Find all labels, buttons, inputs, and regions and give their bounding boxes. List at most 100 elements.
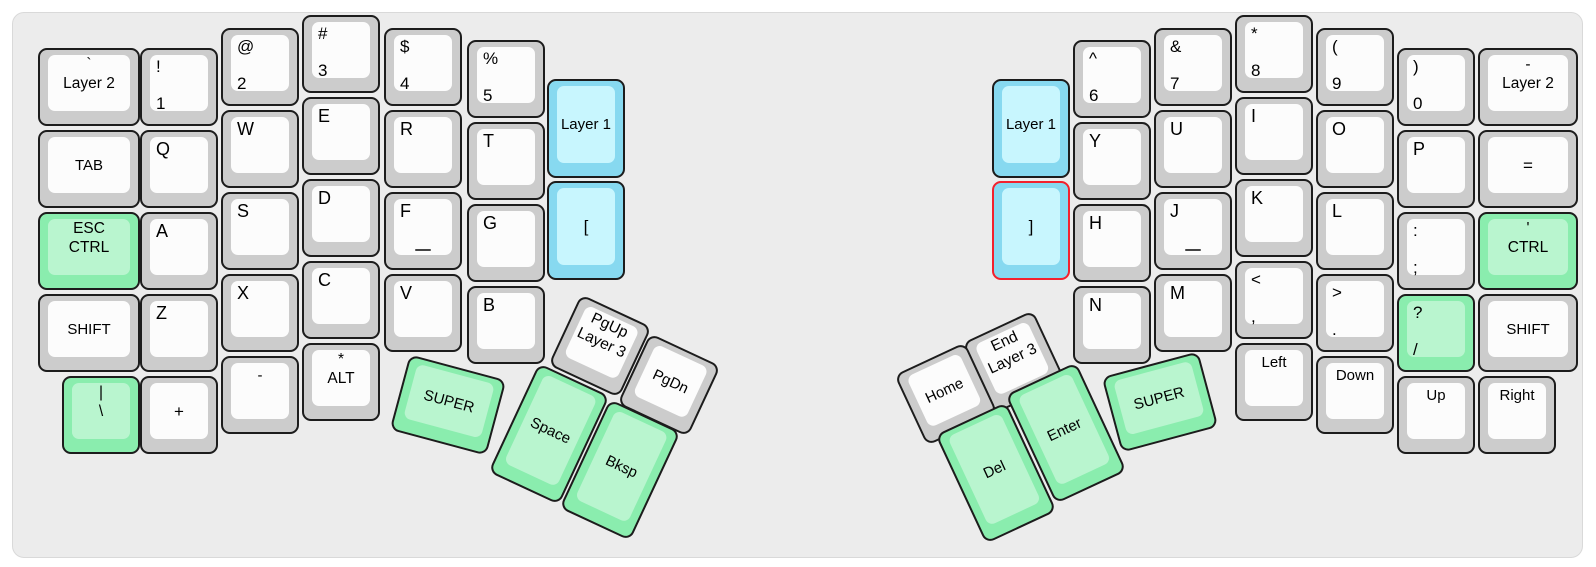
keycap-surface [1083,293,1141,349]
key-num-3[interactable]: #3 [302,15,380,93]
key-tab[interactable]: TAB [38,130,140,208]
key-num-6[interactable]: ^6 [1073,40,1151,118]
keycap-surface [394,281,452,337]
key-label: + [174,401,184,421]
key-legend: O [1326,117,1384,173]
key-letter-k[interactable]: K [1235,179,1313,257]
key-letter-j[interactable]: J [1154,192,1232,270]
key-letter-w[interactable]: W [221,110,299,188]
key-equals[interactable]: = [1478,130,1578,208]
keycap-surface [231,35,289,91]
key-label: Home [922,374,967,407]
key-letter-c[interactable]: C [302,261,380,339]
key-grave-layer2[interactable]: ` Layer 2 [38,48,140,126]
key-plus[interactable]: + [140,376,218,454]
key-minus-layer2[interactable]: -Layer 2 [1478,48,1578,126]
key-letter-x[interactable]: X [221,274,299,352]
key-star-alt[interactable]: *ALT [302,343,380,421]
key-label: < [1251,270,1261,289]
key-layer1-right[interactable]: Layer 1 [992,79,1070,178]
key-label: CTRL [1507,239,1549,256]
key-arrow-up[interactable]: Up [1397,376,1475,454]
key-num-0[interactable]: )0 [1397,48,1475,126]
key-left-bracket[interactable]: [ [547,181,625,280]
key-letter-e[interactable]: E [302,97,380,175]
key-letter-n[interactable]: N [1073,286,1151,364]
key-label: * [337,351,345,368]
key-label: Z [156,303,167,323]
key-shift-left[interactable]: SHIFT [38,294,140,372]
key-letter-g[interactable]: G [467,204,545,282]
key-letter-y[interactable]: Y [1073,122,1151,200]
key-letter-s[interactable]: S [221,192,299,270]
keycap-surface [150,219,208,275]
key-letter-l[interactable]: L [1316,192,1394,270]
key-question-slash[interactable]: ?/ [1397,294,1475,372]
key-letter-i[interactable]: I [1235,97,1313,175]
key-letter-b[interactable]: B [467,286,545,364]
key-label: ` [86,56,92,73]
key-comma[interactable]: <, [1235,261,1313,339]
key-num-8[interactable]: *8 [1235,15,1313,93]
key-label: / [1413,340,1418,359]
keycap-surface [1326,199,1384,255]
key-legend: W [231,117,289,173]
keycap-surface [1245,350,1303,406]
key-num-5[interactable]: %5 [467,40,545,118]
key-num-1[interactable]: !1 [140,48,218,126]
key-num-9[interactable]: (9 [1316,28,1394,106]
key-letter-h[interactable]: H [1073,204,1151,282]
key-label: Bksp [602,451,641,482]
keycap-surface [477,129,535,185]
key-label: = [1523,155,1533,175]
key-label: Q [156,139,171,159]
key-label: ^ [1089,49,1097,68]
key-letter-f[interactable]: F [384,192,462,270]
key-legend: &7 [1164,35,1222,93]
key-layer1-left[interactable]: Layer 1 [547,79,625,178]
key-arrow-down[interactable]: Down [1316,356,1394,434]
key-pipe-backslash[interactable]: |\ [62,376,140,454]
key-legend: M [1164,281,1222,337]
key-label: : [1413,221,1418,240]
keycap-surface [231,117,289,173]
key-label: T [483,131,494,151]
keycap-surface [231,199,289,255]
key-letter-q[interactable]: Q [140,130,218,208]
key-num-4[interactable]: $4 [384,28,462,106]
key-num-7[interactable]: &7 [1154,28,1232,106]
key-letter-p[interactable]: P [1397,130,1475,208]
key-label: CTRL [68,239,110,256]
key-right-bracket[interactable]: ] [992,181,1070,280]
key-letter-o[interactable]: O [1316,110,1394,188]
key-letter-a[interactable]: A [140,212,218,290]
key-label: | [98,384,104,401]
key-letter-m[interactable]: M [1154,274,1232,352]
key-num-2[interactable]: @2 [221,28,299,106]
key-arrow-left[interactable]: Left [1235,343,1313,421]
key-minus[interactable]: - [221,356,299,434]
key-label: W [237,119,254,139]
key-legend: Layer 1 [1002,86,1060,163]
key-quote-ctrl[interactable]: 'CTRL [1478,212,1578,290]
key-label: A [156,221,169,241]
key-arrow-right[interactable]: Right [1478,376,1556,454]
key-letter-r[interactable]: R [384,110,462,188]
key-period[interactable]: >. [1316,274,1394,352]
keycap-surface [48,55,130,111]
key-super-right[interactable]: SUPER [1101,351,1219,453]
key-label: Layer 2 [63,75,115,92]
keycap-surface [1164,281,1222,337]
key-letter-z[interactable]: Z [140,294,218,372]
key-shift-right[interactable]: SHIFT [1478,294,1578,372]
key-letter-d[interactable]: D [302,179,380,257]
key-super-left[interactable]: SUPER [389,354,507,456]
key-label: B [483,295,496,315]
key-semicolon[interactable]: :; [1397,212,1475,290]
key-letter-v[interactable]: V [384,274,462,352]
key-letter-t[interactable]: T [467,122,545,200]
key-legend: + [150,383,208,439]
key-label: L [1332,201,1343,221]
key-letter-u[interactable]: U [1154,110,1232,188]
